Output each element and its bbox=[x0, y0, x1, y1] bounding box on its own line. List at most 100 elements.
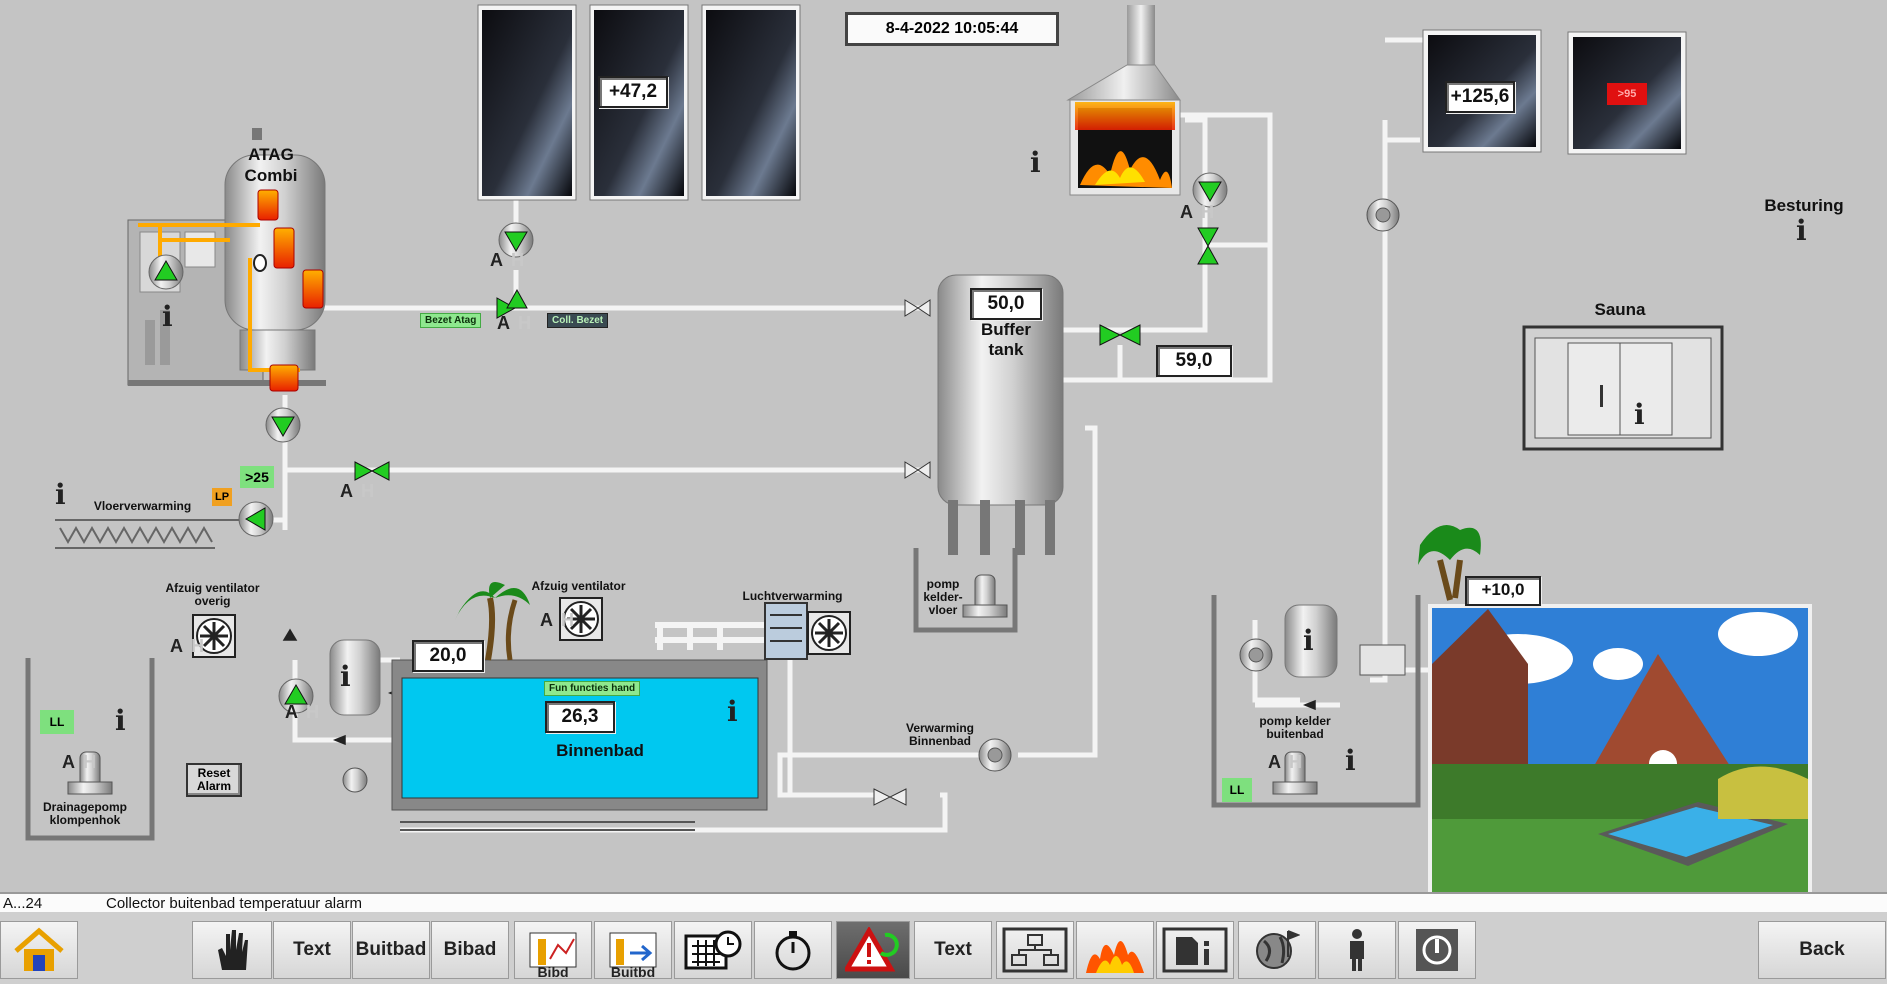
floor-info-icon[interactable]: i bbox=[55, 478, 66, 511]
bibd-button[interactable]: Bibd bbox=[514, 921, 592, 980]
pits bbox=[25, 548, 1421, 841]
user-icon bbox=[1350, 929, 1364, 971]
sauna-cabin bbox=[1522, 325, 1724, 451]
document-info-icon bbox=[1162, 927, 1228, 973]
drainage-label-2: klompenhok bbox=[49, 813, 121, 827]
luchtverwarming-label: Luchtverwarming bbox=[742, 589, 843, 603]
afzuig-ventilator-label: Afzuig ventilator bbox=[531, 579, 626, 593]
binnenbad-label: Binnenbad bbox=[556, 741, 644, 760]
fun-functies-tag: Fun functies hand bbox=[544, 681, 641, 696]
text-button-2[interactable]: Text bbox=[914, 921, 992, 979]
drainage-label-1: Drainagepomp bbox=[42, 800, 127, 814]
globe-button[interactable] bbox=[1238, 921, 1316, 979]
calendar-clock-icon bbox=[684, 930, 742, 970]
fan-blades bbox=[200, 605, 843, 650]
besturing-label: Besturing bbox=[1764, 196, 1844, 215]
solar-collectors-top bbox=[477, 4, 801, 201]
fire-button[interactable] bbox=[1076, 921, 1154, 979]
pumps bbox=[148, 172, 1228, 714]
buitbad-button[interactable]: Buitbad bbox=[352, 921, 430, 979]
buitbd-label: Buitbd bbox=[610, 964, 656, 980]
sauna-info-icon[interactable]: i bbox=[1634, 398, 1645, 431]
chart-icon bbox=[529, 932, 577, 968]
palm-trees bbox=[455, 525, 1481, 661]
buffer-temp[interactable]: 50,0 bbox=[970, 288, 1042, 320]
fireplace-temp[interactable]: 59,0 bbox=[1156, 345, 1232, 377]
filter-tanks bbox=[329, 604, 1406, 716]
buitenbad-filter-info-icon[interactable]: i bbox=[1303, 624, 1314, 657]
filter-info-icon[interactable]: i bbox=[340, 660, 351, 693]
pool-info-icon[interactable]: i bbox=[727, 695, 738, 728]
fire-icon bbox=[1086, 941, 1144, 973]
buitenbad-info-icon[interactable]: i bbox=[1345, 744, 1356, 777]
pomp-buitenbad-label-1: pomp kelder bbox=[1259, 714, 1331, 728]
fireplace bbox=[1066, 5, 1181, 196]
sump-pumps bbox=[67, 574, 1318, 795]
bottom-toolbar: Text Buitbad Bibad Bibd Buitbd Text Back bbox=[0, 912, 1887, 984]
outdoor-pool-photo bbox=[1428, 604, 1812, 896]
alarm-bar[interactable]: A...24 Collector buitenbad temperatuur a… bbox=[0, 892, 1887, 914]
collector-alarm-text: >95 bbox=[1617, 88, 1637, 100]
power-icon bbox=[1416, 929, 1458, 971]
back-button[interactable]: Back bbox=[1758, 921, 1886, 979]
home-button[interactable] bbox=[0, 921, 78, 979]
pool-temp[interactable]: 26,3 bbox=[545, 701, 615, 733]
process-diagram bbox=[25, 4, 1724, 841]
pomp-buitenbad-label-2: buitenbad bbox=[1266, 727, 1324, 741]
bibd-label: Bibd bbox=[537, 964, 569, 980]
reset-alarm-label-1: Reset bbox=[197, 766, 231, 780]
verwarming-label-2: Binnenbad bbox=[909, 734, 971, 748]
fireplace-info-icon[interactable]: i bbox=[1030, 146, 1041, 179]
alarm-text: Collector buitenbad temperatuur alarm bbox=[106, 895, 362, 912]
coll-bezet-tag: Coll. Bezet bbox=[547, 313, 609, 328]
collector-top-temp[interactable]: +47,2 bbox=[598, 76, 668, 108]
chart-export-icon bbox=[609, 932, 657, 968]
outdoor-pool-temp[interactable]: +10,0 bbox=[1465, 576, 1541, 606]
user-button[interactable] bbox=[1318, 921, 1396, 979]
home-icon bbox=[14, 927, 64, 971]
pool-inlet-temp[interactable]: 20,0 bbox=[412, 640, 484, 672]
buffer-tank bbox=[937, 274, 1064, 555]
buitbd-button[interactable]: Buitbd bbox=[594, 921, 672, 980]
besturing-info-icon[interactable]: i bbox=[1796, 214, 1807, 247]
buffer-label: Buffer bbox=[980, 320, 1032, 339]
reset-alarm-label-2: Alarm bbox=[196, 779, 231, 793]
pomp-kelder-label-2: kelder- bbox=[923, 590, 963, 604]
atag-label: ATAG bbox=[248, 145, 294, 164]
bibad-button[interactable]: Bibad bbox=[431, 921, 509, 979]
schedule-button[interactable] bbox=[674, 921, 752, 979]
combi-label: Combi bbox=[244, 166, 298, 185]
grey-pumps bbox=[342, 198, 1400, 793]
ll-indicator-right: LL bbox=[1222, 778, 1252, 802]
collector-right-temp[interactable]: +125,6 bbox=[1445, 81, 1515, 113]
alarm-button[interactable] bbox=[836, 921, 910, 979]
timer-button[interactable] bbox=[754, 921, 832, 979]
reset-alarm-button[interactable]: Reset Alarm bbox=[186, 763, 242, 797]
grey-valves bbox=[873, 299, 931, 806]
document-info-button[interactable] bbox=[1156, 921, 1234, 979]
drainage-info-icon[interactable]: i bbox=[115, 704, 126, 737]
hand-button[interactable] bbox=[192, 921, 272, 979]
sauna-label: Sauna bbox=[1594, 300, 1646, 319]
vloerverwarming-label: Vloerverwarming bbox=[93, 499, 192, 513]
indoor-pool bbox=[391, 659, 768, 831]
alarm-indicator bbox=[1607, 83, 1647, 105]
air-heater bbox=[655, 602, 808, 660]
tank-label: tank bbox=[988, 340, 1024, 359]
verwarming-label-1: Verwarming bbox=[905, 721, 975, 735]
network-button[interactable] bbox=[996, 921, 1074, 979]
lp-indicator: LP bbox=[212, 488, 232, 506]
text-button-1[interactable]: Text bbox=[273, 921, 351, 979]
pomp-kelder-label-1: pomp bbox=[926, 577, 960, 591]
atag-info-icon[interactable]: i bbox=[162, 300, 173, 333]
power-button[interactable] bbox=[1398, 921, 1476, 979]
